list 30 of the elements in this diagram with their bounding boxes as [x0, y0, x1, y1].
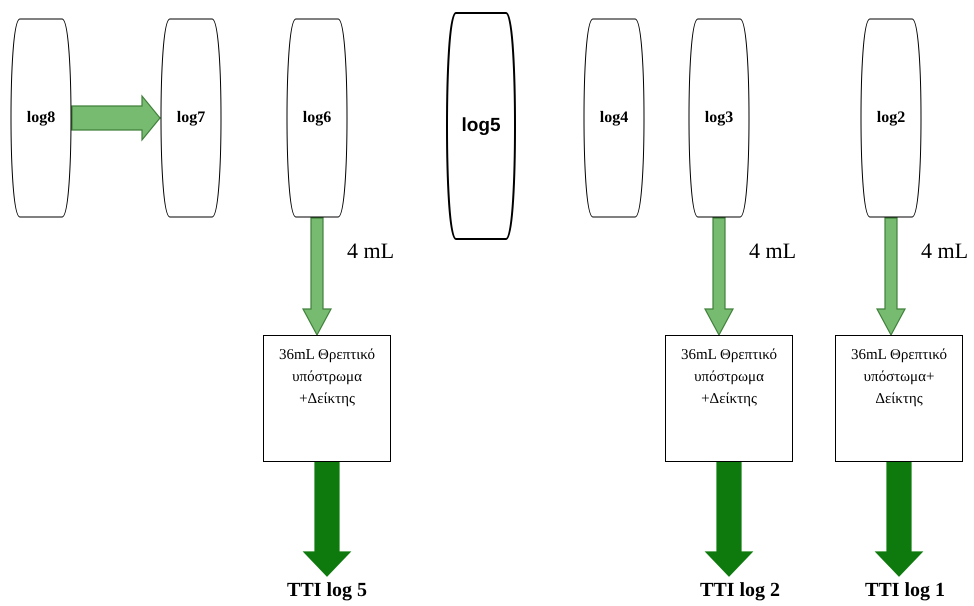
- block-arrow: [302, 217, 332, 336]
- process-box: [263, 335, 391, 462]
- tube-label: log7: [176, 108, 206, 128]
- block-arrow: [302, 461, 352, 577]
- process-box: [665, 335, 793, 462]
- box-text: 36mL Θρεπτικό υπόστρωμα +Δείκτης: [278, 346, 376, 409]
- tube-shape: [860, 18, 922, 218]
- result-label: TTI log 2: [685, 576, 795, 604]
- tube-label: log2: [876, 108, 906, 128]
- block-arrow: [704, 461, 754, 577]
- tube-shape: [286, 18, 348, 218]
- tube-shape: [10, 18, 72, 218]
- box-text: 36mL Θρεπτικό υπόστρωμα +Δείκτης: [680, 346, 778, 409]
- block-arrow: [874, 461, 924, 577]
- tube-shape: [583, 18, 645, 218]
- box-text: 36mL Θρεπτικό υπόστωμα+ Δείκτης: [850, 346, 948, 409]
- process-box: [835, 335, 963, 462]
- tube-shape: [446, 12, 516, 240]
- result-label: TTI log 5: [272, 576, 382, 604]
- tube-label: log5: [461, 114, 501, 138]
- result-label: TTI log 1: [850, 576, 960, 604]
- tube-label: log8: [26, 108, 56, 128]
- tube-label: log4: [600, 108, 628, 128]
- block-arrow: [704, 217, 734, 336]
- block-arrow: [71, 94, 161, 142]
- tube-shape: [688, 18, 750, 218]
- tube-label: log3: [704, 108, 734, 128]
- block-arrow: [876, 217, 906, 336]
- tube-shape: [160, 18, 222, 218]
- tube-label: log6: [302, 108, 332, 128]
